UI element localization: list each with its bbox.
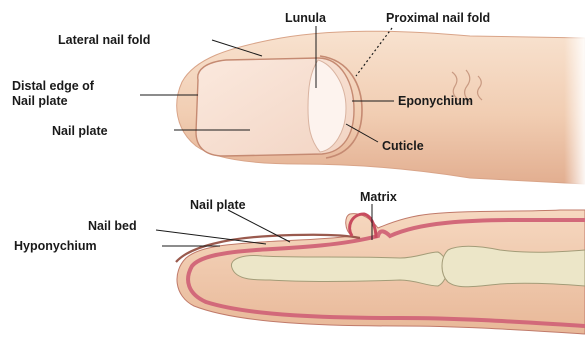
middle-phalanx-bone xyxy=(442,246,585,287)
label-eponychium: Eponychium xyxy=(398,94,473,108)
label-nail-plate-top: Nail plate xyxy=(52,124,108,138)
finger-top-view xyxy=(177,30,585,190)
label-distal-edge-line1: Distal edge of xyxy=(12,79,95,93)
label-cuticle: Cuticle xyxy=(382,139,424,153)
finger-cross-section xyxy=(176,210,585,334)
label-nail-plate-bottom: Nail plate xyxy=(190,198,246,212)
label-distal-edge-line2: Nail plate xyxy=(12,94,68,108)
label-proximal-nail-fold: Proximal nail fold xyxy=(386,11,490,25)
label-lateral-nail-fold: Lateral nail fold xyxy=(58,33,150,47)
label-nail-bed: Nail bed xyxy=(88,219,137,233)
label-matrix: Matrix xyxy=(360,190,397,204)
label-lunula: Lunula xyxy=(285,11,327,25)
label-hyponychium: Hyponychium xyxy=(14,239,97,253)
